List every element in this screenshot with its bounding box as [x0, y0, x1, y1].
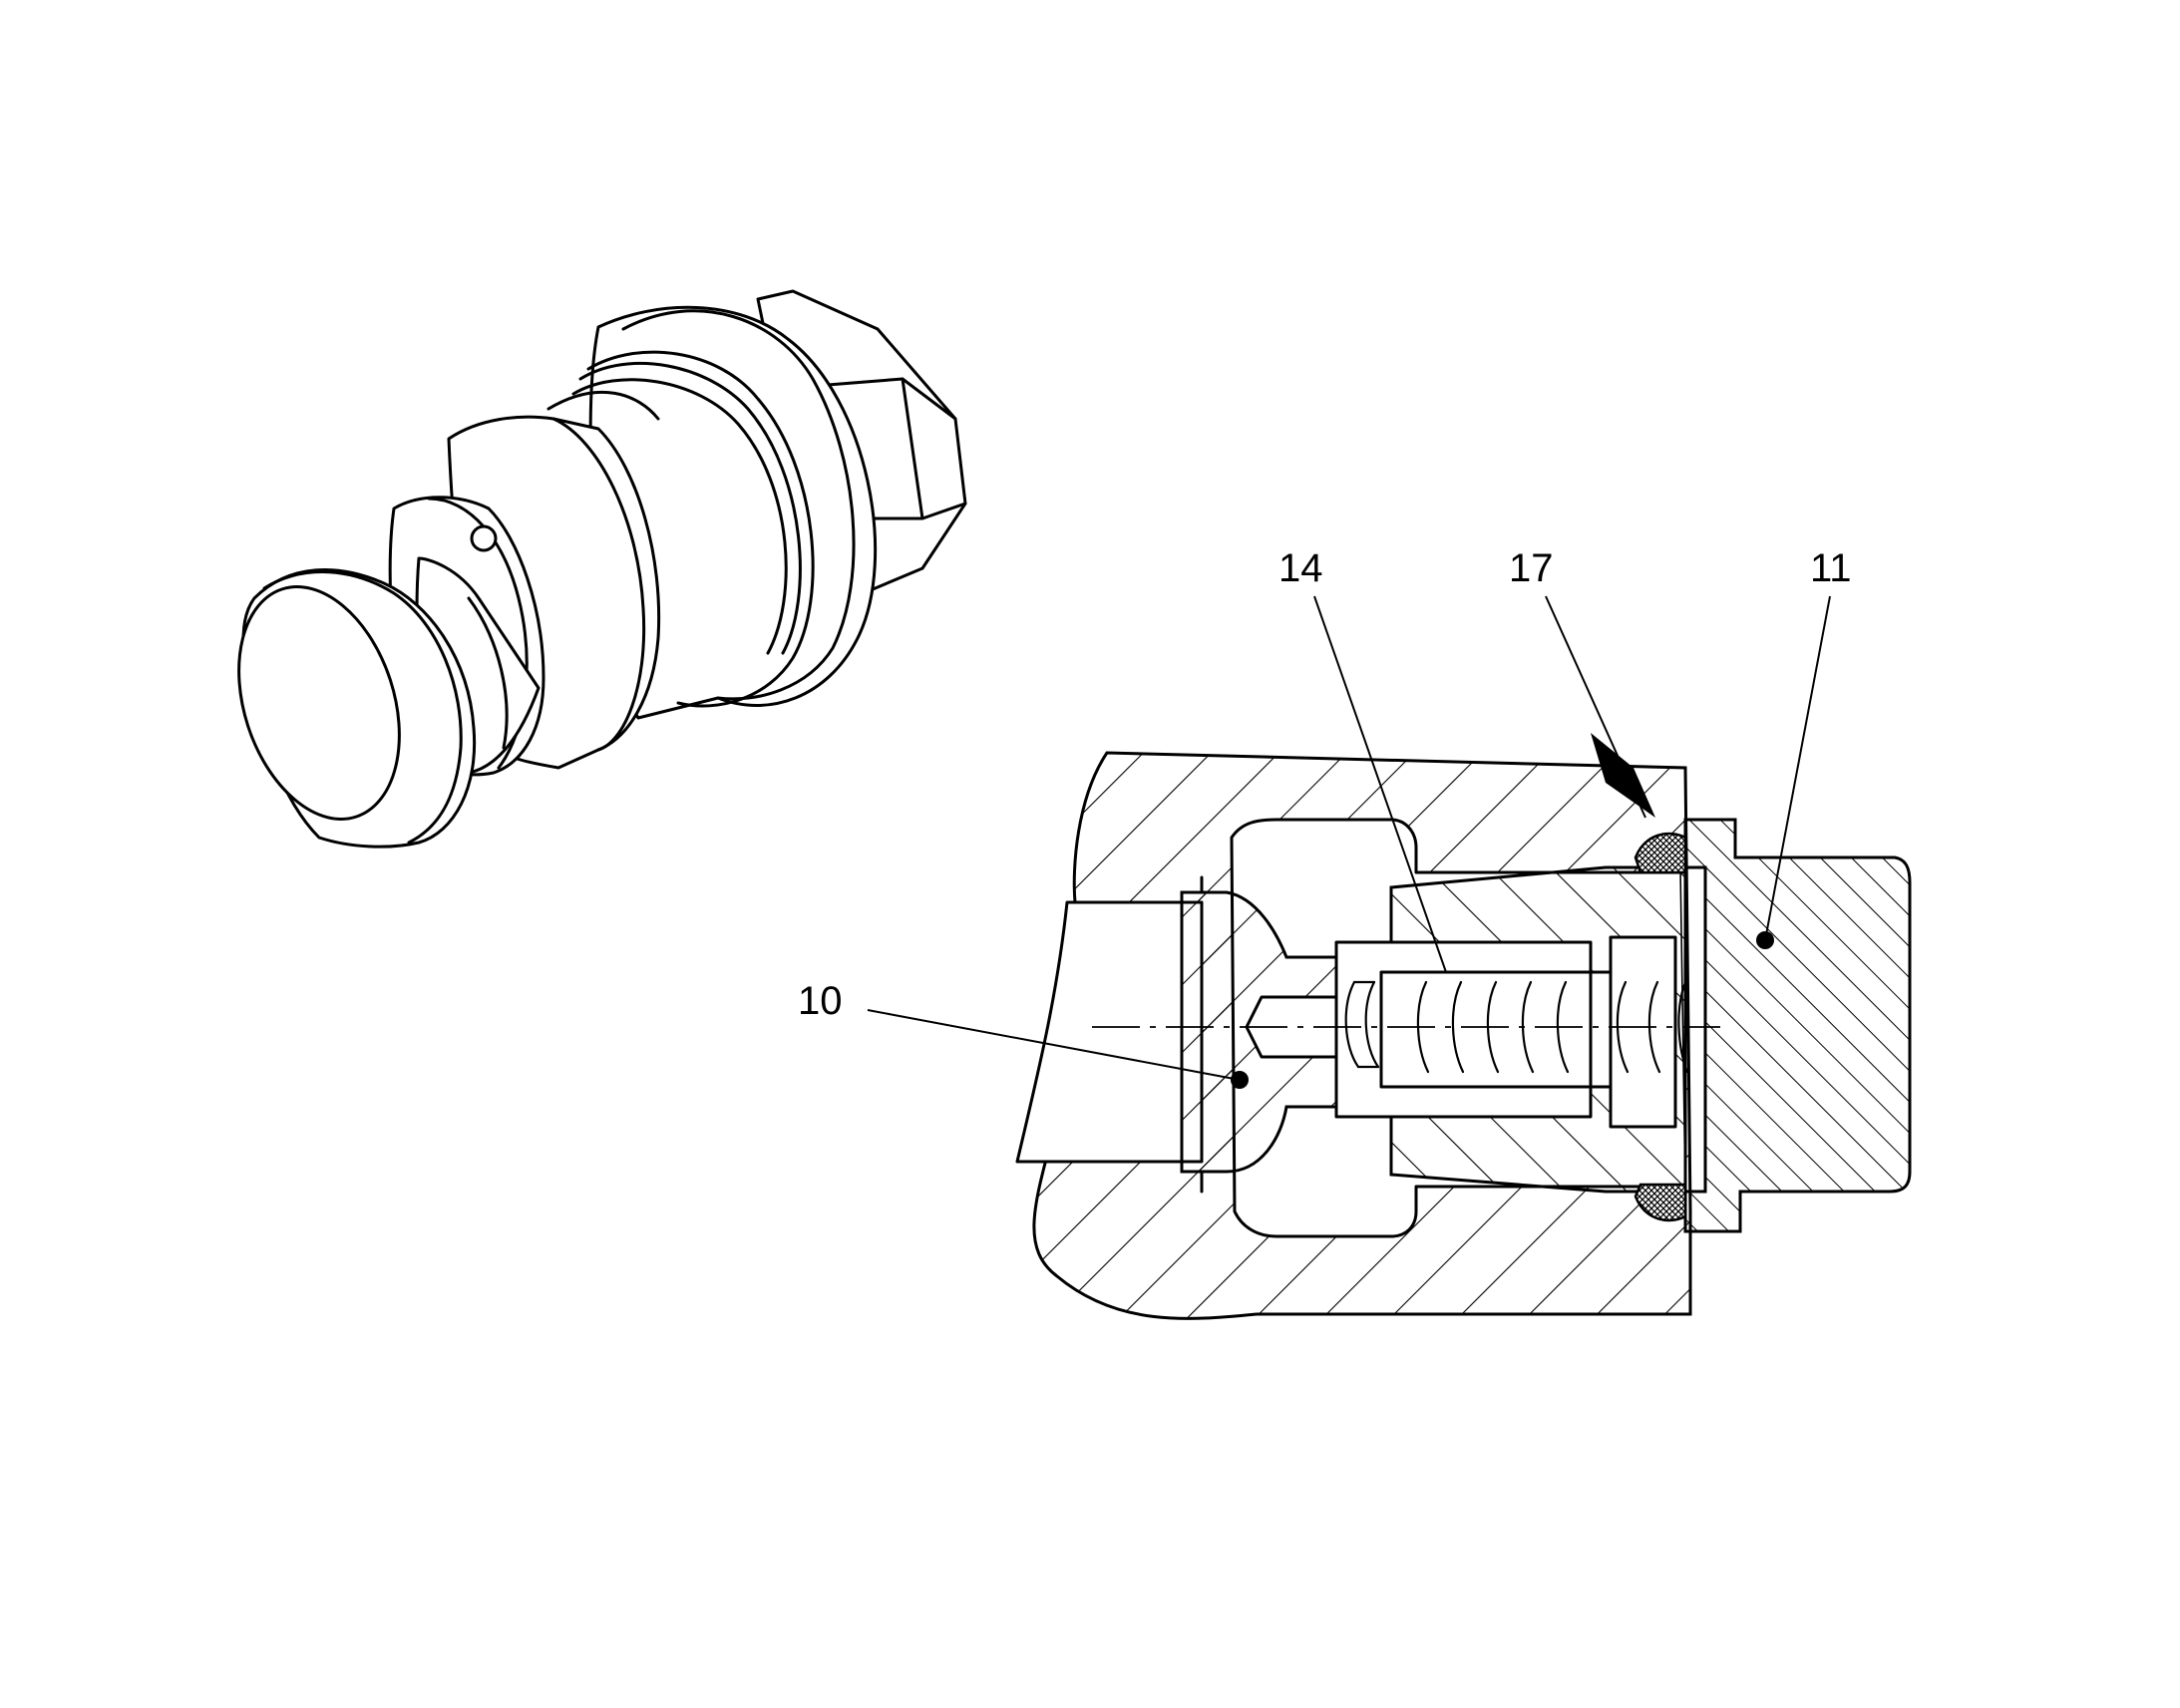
sectional-view	[1015, 733, 1912, 1320]
valve-head	[237, 568, 477, 849]
leader-11	[1764, 595, 1831, 941]
label-14: 14	[1278, 546, 1323, 590]
valve-isometric-view	[237, 289, 967, 849]
label-17: 17	[1509, 546, 1554, 590]
leader-14	[1313, 595, 1447, 973]
flange	[571, 305, 878, 720]
spring-retainer	[1609, 935, 1677, 1129]
label-10: 10	[798, 979, 843, 1023]
arrow-17	[1591, 733, 1655, 818]
leader-17	[1545, 595, 1646, 819]
callouts: 14 17 11 10	[798, 546, 1852, 1081]
leader-10	[867, 1009, 1241, 1081]
label-11: 11	[1810, 546, 1852, 590]
seal-part-17	[1634, 832, 1687, 1222]
bore-channel	[1015, 900, 1204, 1164]
cap-part-11	[1683, 818, 1912, 1233]
